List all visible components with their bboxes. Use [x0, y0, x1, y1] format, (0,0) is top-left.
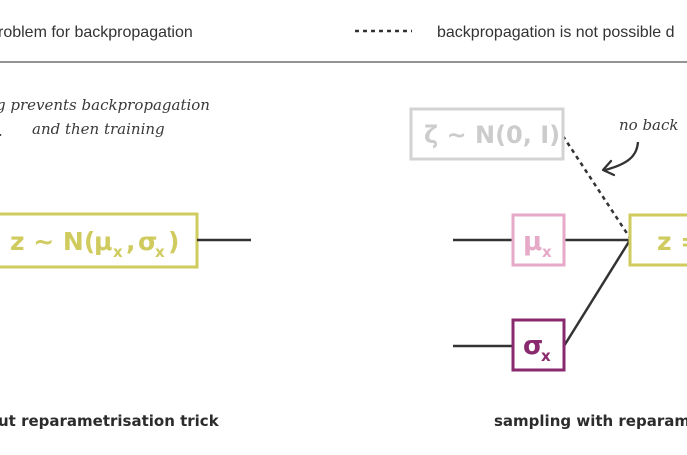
- sigma-box-label: σx: [523, 331, 551, 365]
- zeta-box-label: ζ ~ N(0, I): [424, 121, 560, 149]
- right-note-arrow-icon: [604, 141, 640, 172]
- right-caption: sampling with reparame: [494, 412, 687, 430]
- sigma-box: [511, 318, 566, 372]
- right-note: no back: [619, 116, 679, 134]
- zeta-dotted-line: [561, 135, 632, 239]
- z-box-label: z =: [657, 227, 687, 256]
- mu-box: [511, 213, 566, 267]
- mu-box-label: μx: [523, 227, 552, 261]
- left-note-line1: g prevents backpropagation: [0, 96, 210, 114]
- legend-solid-label: roblem for backpropagation: [0, 24, 193, 41]
- zeta-box: [409, 107, 565, 161]
- z-box: [628, 213, 687, 267]
- left-note-mark: ·: [0, 126, 3, 144]
- legend-dotted-label: backpropagation is not possible d: [437, 24, 675, 41]
- left-note-line2: and then training: [32, 120, 165, 138]
- arrowhead-icon: [601, 159, 616, 177]
- sigma-output-line: [562, 239, 632, 347]
- left-caption: ut reparametrisation trick: [0, 412, 220, 430]
- sampling-box-label: z ~ N(μx,σx): [10, 227, 179, 261]
